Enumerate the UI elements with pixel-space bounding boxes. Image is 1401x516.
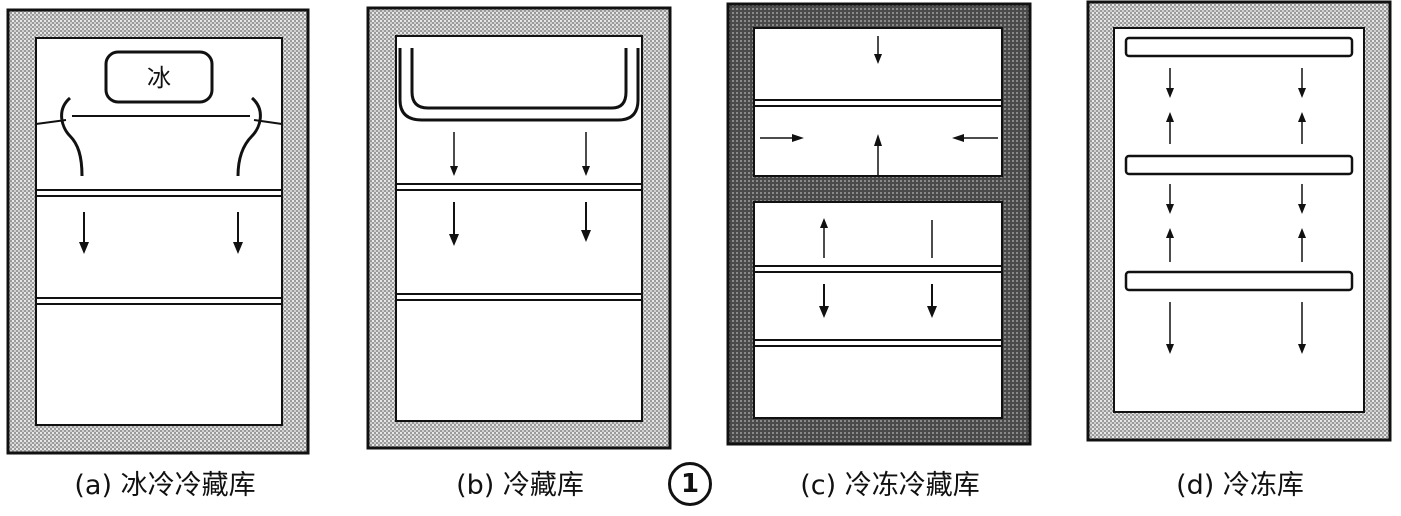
right-arrow-head — [792, 134, 804, 142]
down-arrow-head — [449, 234, 459, 246]
air-duct-right — [236, 96, 262, 177]
down-arrow-head — [581, 230, 591, 242]
cold-storage-compartment — [753, 201, 1003, 419]
cooling-coil-inner — [410, 48, 628, 110]
up-arrow-head — [1298, 112, 1306, 122]
down-arrow-head — [1166, 88, 1174, 98]
panel-c-freezer-cold-storage — [726, 2, 1032, 446]
down-arrow-head — [1166, 204, 1174, 214]
down-arrow-head — [582, 166, 590, 176]
down-arrow-head — [927, 306, 937, 318]
down-arrow-head — [874, 54, 882, 64]
panel-d-freezer-storage — [1086, 0, 1392, 442]
ice-box — [104, 50, 214, 104]
down-arrow-head — [819, 306, 829, 318]
down-arrow-head — [233, 242, 243, 254]
up-arrow-head — [1166, 228, 1174, 238]
storage-interior — [1113, 27, 1365, 413]
cooling-coil — [398, 48, 640, 122]
cooling-plate-2 — [1124, 154, 1354, 176]
caption-d: (d) 冷冻库 — [1176, 470, 1304, 501]
down-arrow-head — [1298, 204, 1306, 214]
down-arrow-head — [79, 242, 89, 254]
up-arrow-head — [820, 218, 828, 228]
air-duct-left — [60, 96, 84, 177]
left-arrow-head — [952, 134, 964, 142]
down-arrow-head — [450, 166, 458, 176]
panel-a-ice-cold-storage: 冰 — [6, 8, 310, 455]
caption-c: (c) 冷冻冷藏库 — [800, 470, 980, 501]
cooling-plate-1 — [1124, 36, 1354, 58]
cooling-plate-3 — [1124, 270, 1354, 292]
up-arrow-head — [1298, 228, 1306, 238]
caption-a: (a) 冰冷冷藏库 — [74, 470, 256, 501]
up-arrow-head — [1166, 112, 1174, 122]
down-arrow-head — [1298, 344, 1306, 354]
down-arrow-head — [1298, 88, 1306, 98]
ice-label: 冰 — [147, 64, 171, 92]
figure-number: 1 — [668, 462, 712, 506]
storage-interior — [395, 35, 643, 422]
up-arrow-head — [874, 134, 882, 146]
caption-b: (b) 冷藏库 — [456, 470, 584, 501]
panel-b-cold-storage — [366, 6, 672, 450]
down-arrow-head — [1166, 344, 1174, 354]
